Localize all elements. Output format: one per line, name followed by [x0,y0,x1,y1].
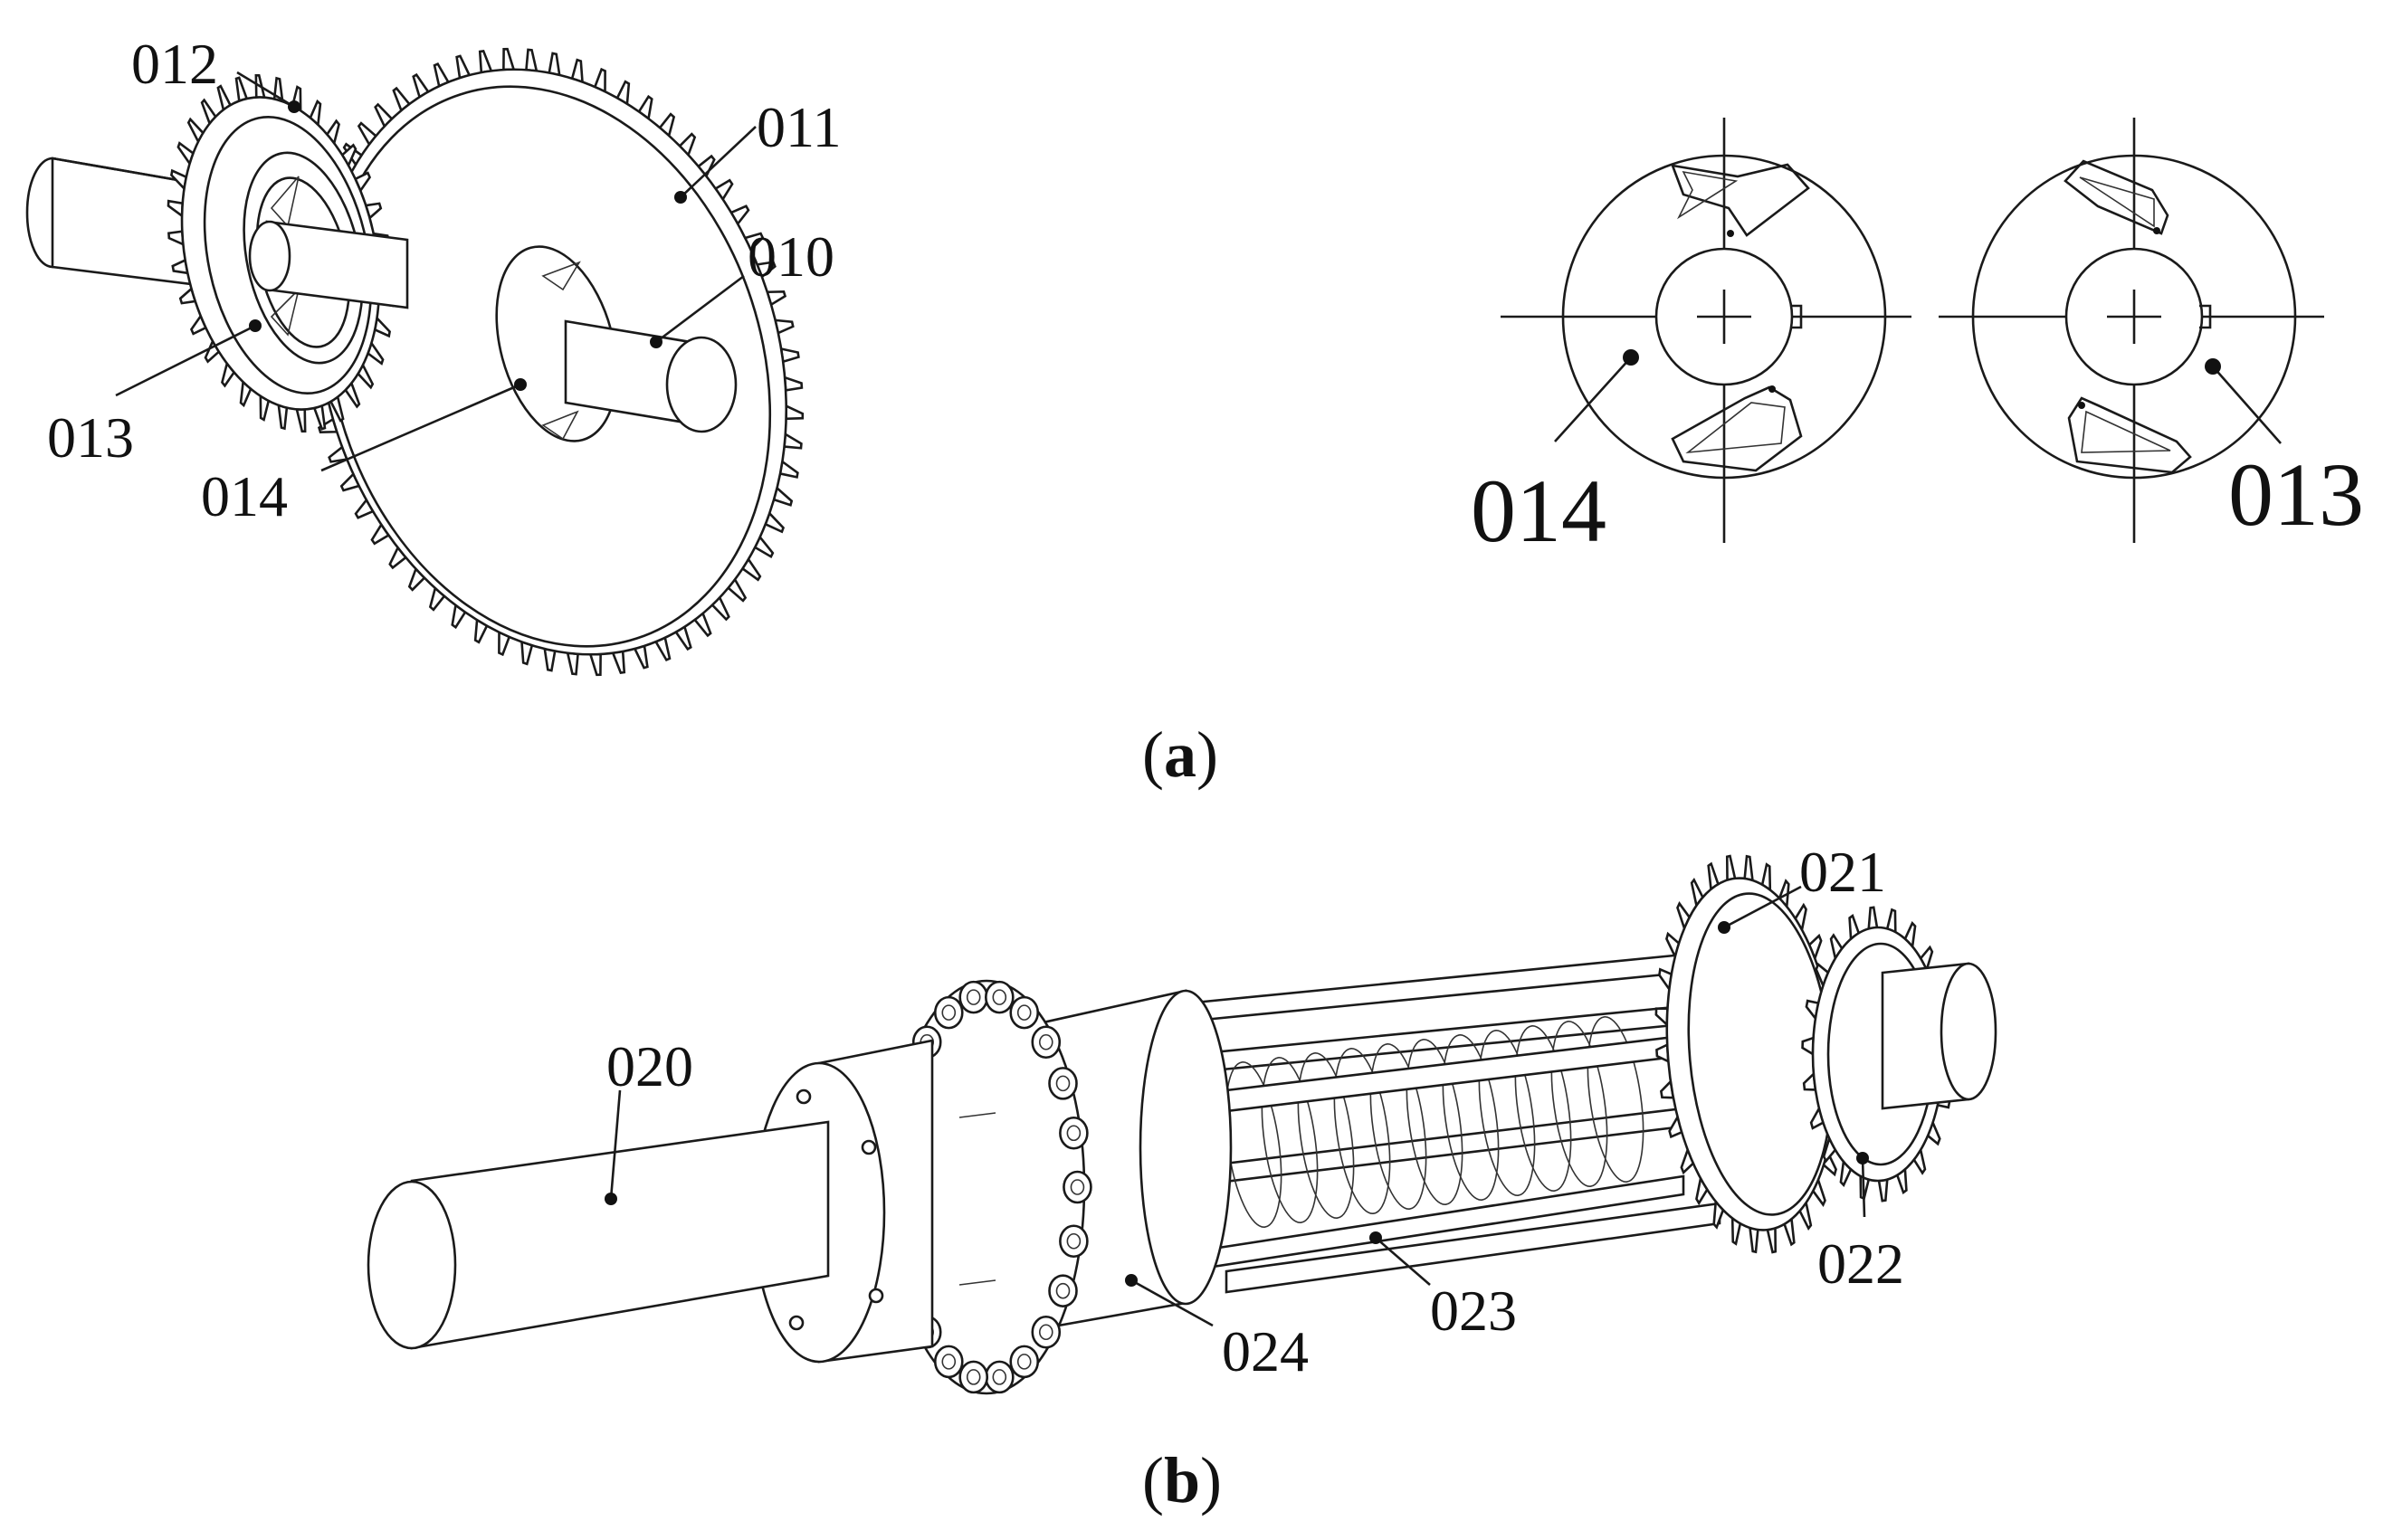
label-021: 021 [1799,840,1886,904]
gear-tooth [234,76,249,103]
gear-tooth [1743,854,1754,882]
panel-b-leaders [605,885,1869,1327]
gear-021 [1654,854,1848,1254]
spring-coil [1550,1021,1608,1187]
gear-tooth [277,404,289,431]
sprocket-roller-hole [1055,1282,1071,1299]
sprocket-roller [1031,1025,1062,1060]
label-014: 014 [201,464,288,528]
gear-022 [1801,906,1997,1203]
spring-coil [1261,1057,1319,1223]
panel-b-labels: 020 021 022 023 024 [606,840,1904,1383]
sprocket-roller [1009,1345,1040,1379]
label-011: 011 [757,95,842,159]
detail-label-013: 013 [2228,444,2364,545]
label-013: 013 [47,405,134,470]
sprocket-roller-hole [1016,1004,1032,1021]
sprocket-roller-hole [941,1354,957,1370]
sprocket-roller-hole [1038,1324,1053,1341]
gear-tooth [783,375,804,392]
detail-label-014: 014 [1471,461,1606,561]
spring-coils [1225,1016,1644,1228]
sprocket-roller-hole [1066,1232,1082,1250]
gear-tooth [312,404,327,431]
gear-tooth [543,647,557,672]
spring-coil [1297,1052,1355,1219]
gear-tooth [525,48,539,72]
gear-tooth [1766,1226,1778,1254]
panel-a: 012 011 010 013 014 014 [25,32,2364,791]
caption-a: (a) [1142,718,1218,791]
spring-coil [1514,1025,1572,1192]
gear-tooth [502,47,516,71]
sprocket-roller-hole [1055,1075,1071,1092]
gear-tooth [1877,1178,1889,1203]
sprocket-roller [984,1360,1015,1394]
gear-tooth [785,404,805,421]
gear-tooth [478,49,493,74]
gear-tooth [588,652,602,677]
sprocket-roller [1059,1224,1089,1259]
spring-coil [1587,1016,1644,1183]
sprocket-roller [1063,1170,1092,1204]
gear-tooth [611,650,626,675]
sprocket-roller-hole [1016,1354,1032,1370]
sprocket-roller-hole [1070,1179,1085,1195]
sprocket-roller [933,995,964,1030]
gear-tooth [566,651,579,676]
through-shaft [248,220,409,309]
sprocket-roller [958,980,989,1014]
sprocket-roller-hole [941,1004,957,1021]
sprocket-roller [1031,1315,1062,1349]
label-023: 023 [1430,1279,1517,1343]
gear-tooth [1867,906,1879,930]
sprocket-roller [1009,995,1040,1030]
gear-tooth [1749,1226,1759,1254]
gear-tooth [1725,854,1737,882]
sprocket-roller-hole [992,989,1007,1005]
label-010: 010 [748,224,834,289]
sprocket-roller-hole [966,989,981,1005]
detail-view-013: 013 [1939,118,2364,545]
sprocket-roller-hole [1066,1125,1082,1142]
panel-a-labels: 012 011 010 013 014 [47,32,842,528]
spring-coil [1369,1043,1427,1210]
spring-coil [1478,1030,1536,1196]
spring-coil [1406,1039,1463,1205]
spring-coil [1442,1034,1500,1201]
spring-coil [1333,1048,1391,1214]
sprocket-roller-hole [992,1369,1007,1385]
sprocket-roller [984,980,1015,1014]
sprocket-roller [1048,1274,1078,1307]
label-022: 022 [1817,1231,1904,1296]
gear-tooth [548,52,561,77]
sprocket-roller [933,1345,964,1379]
gear-tooth [783,432,803,450]
sprocket-roller [958,1360,989,1394]
panel-a-leaders [115,71,757,472]
label-024: 024 [1222,1319,1309,1383]
label-020: 020 [606,1034,693,1098]
shaft-020 [367,1120,830,1350]
caption-b: (b) [1142,1444,1222,1516]
detail-view-014: 014 [1471,118,1911,561]
gear-tooth [295,408,307,433]
label-012: 012 [131,32,218,96]
sprocket-roller [1048,1067,1078,1100]
sprocket-roller-hole [1038,1033,1053,1050]
panel-b: 020 021 022 023 024 (b) [367,840,1997,1516]
sprocket-roller [1059,1116,1089,1150]
sprocket-roller-hole [966,1369,981,1385]
